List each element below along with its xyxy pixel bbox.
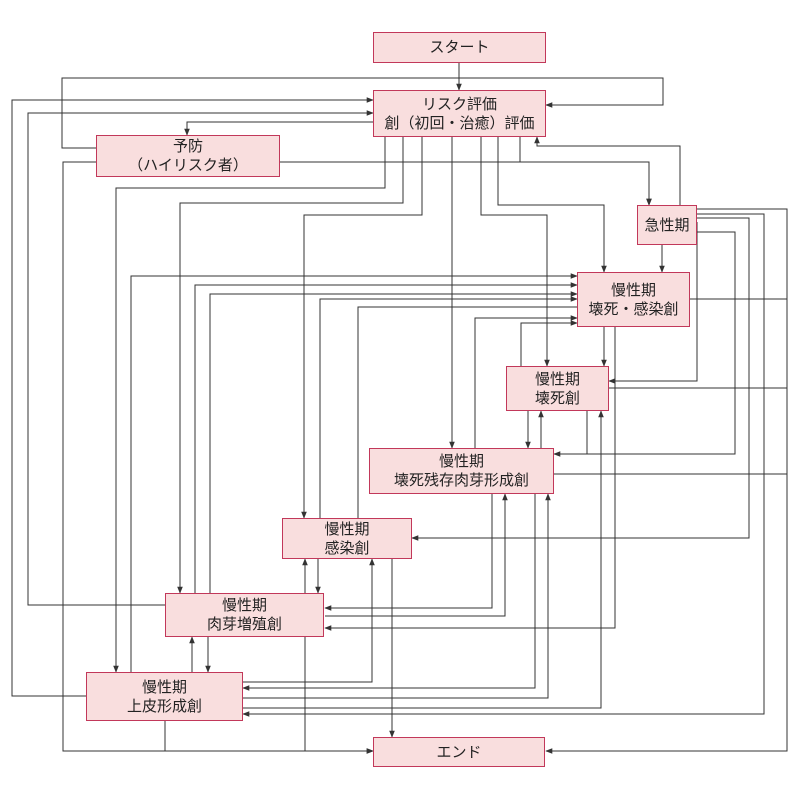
connector-arrow-36 — [243, 410, 604, 709]
connector-arrow-31 — [324, 327, 616, 631]
chronic-residual-necrosis-node: 慢性期 壊死残存肉芽形成創 — [369, 448, 554, 494]
acute-phase-node: 急性期 — [637, 205, 697, 245]
connector-arrow-41 — [243, 493, 551, 699]
connector-arrow-14 — [62, 161, 374, 754]
necrotic-infected-label: 壊死・感染創 — [588, 299, 679, 318]
connector-arrow-19 — [553, 231, 736, 457]
connector-arrow-13 — [280, 161, 652, 206]
connector-arrow-29 — [520, 320, 578, 366]
chronic-necrotic-infected-node: 慢性期 壊死・感染創 — [577, 272, 690, 327]
chronic-label: 慢性期 — [534, 369, 580, 388]
prevention-node: 予防 （ハイリスク者） — [96, 135, 280, 177]
chronic-label: 慢性期 — [141, 677, 187, 696]
start-label: スタート — [429, 38, 490, 56]
connector-arrow-10 — [301, 137, 423, 519]
connector-arrow-35 — [554, 411, 588, 455]
epithelial-label: 上皮形成創 — [126, 696, 202, 715]
chronic-epithelial-node: 慢性期 上皮形成創 — [86, 672, 243, 721]
end-node: エンド — [373, 737, 545, 767]
connector-arrow-20 — [411, 217, 750, 541]
chronic-label: 慢性期 — [610, 280, 656, 299]
infected-label: 感染創 — [324, 538, 370, 557]
connector-arrow-28 — [474, 315, 578, 448]
connector-arrow-3 — [184, 121, 373, 136]
necrotic-label: 壊死創 — [534, 388, 580, 407]
connector-arrow-25 — [209, 291, 578, 593]
connector-arrow-8 — [480, 137, 550, 367]
connector-arrow-6 — [497, 137, 607, 273]
start-node: スタート — [373, 32, 546, 63]
connector-arrow-49 — [164, 721, 374, 754]
end-label: エンド — [436, 742, 482, 761]
connector-arrow-38 — [324, 494, 493, 611]
connector-arrow-5 — [534, 136, 681, 205]
connector-arrow-17 — [545, 208, 788, 754]
connector-arrow-26 — [130, 273, 578, 672]
acute-phase-label: 急性期 — [644, 215, 690, 234]
chronic-label: 慢性期 — [221, 596, 267, 614]
connector-arrow-21 — [242, 213, 765, 717]
connector-arrow-30 — [357, 306, 577, 518]
connector-arrow-15 — [27, 110, 374, 606]
connector-arrow-27 — [319, 296, 578, 518]
connector-arrow-4 — [519, 137, 652, 206]
residual-necrosis-label: 壊死残存肉芽形成創 — [393, 471, 529, 489]
chronic-infected-node: 慢性期 感染創 — [282, 518, 412, 559]
connector-arrow-18 — [608, 222, 698, 384]
chronic-label: 慢性期 — [324, 519, 370, 538]
chronic-granulation-node: 慢性期 肉芽増殖創 — [165, 593, 324, 637]
wound-assessment-label: 創（初回・治癒）評価 — [384, 113, 535, 132]
risk-assessment-label: リスク評価 — [421, 94, 497, 113]
connector-arrow-16 — [11, 97, 374, 697]
connector-arrow-24 — [194, 282, 578, 593]
granulation-label: 肉芽増殖創 — [206, 615, 282, 633]
connector-arrow-12 — [113, 137, 386, 673]
connector-arrow-45 — [243, 558, 375, 683]
connector-arrow-11 — [177, 137, 404, 594]
chronic-label: 慢性期 — [438, 452, 484, 470]
chronic-necrotic-node: 慢性期 壊死創 — [506, 366, 609, 411]
prevention-label: 予防 — [172, 137, 203, 155]
connector-arrow-39 — [325, 493, 508, 617]
high-risk-label: （ハイリスク者） — [128, 156, 248, 174]
risk-assessment-node: リスク評価 創（初回・治癒）評価 — [373, 90, 546, 137]
connector-arrow-40 — [242, 494, 536, 691]
connector-arrow-2 — [61, 77, 664, 149]
